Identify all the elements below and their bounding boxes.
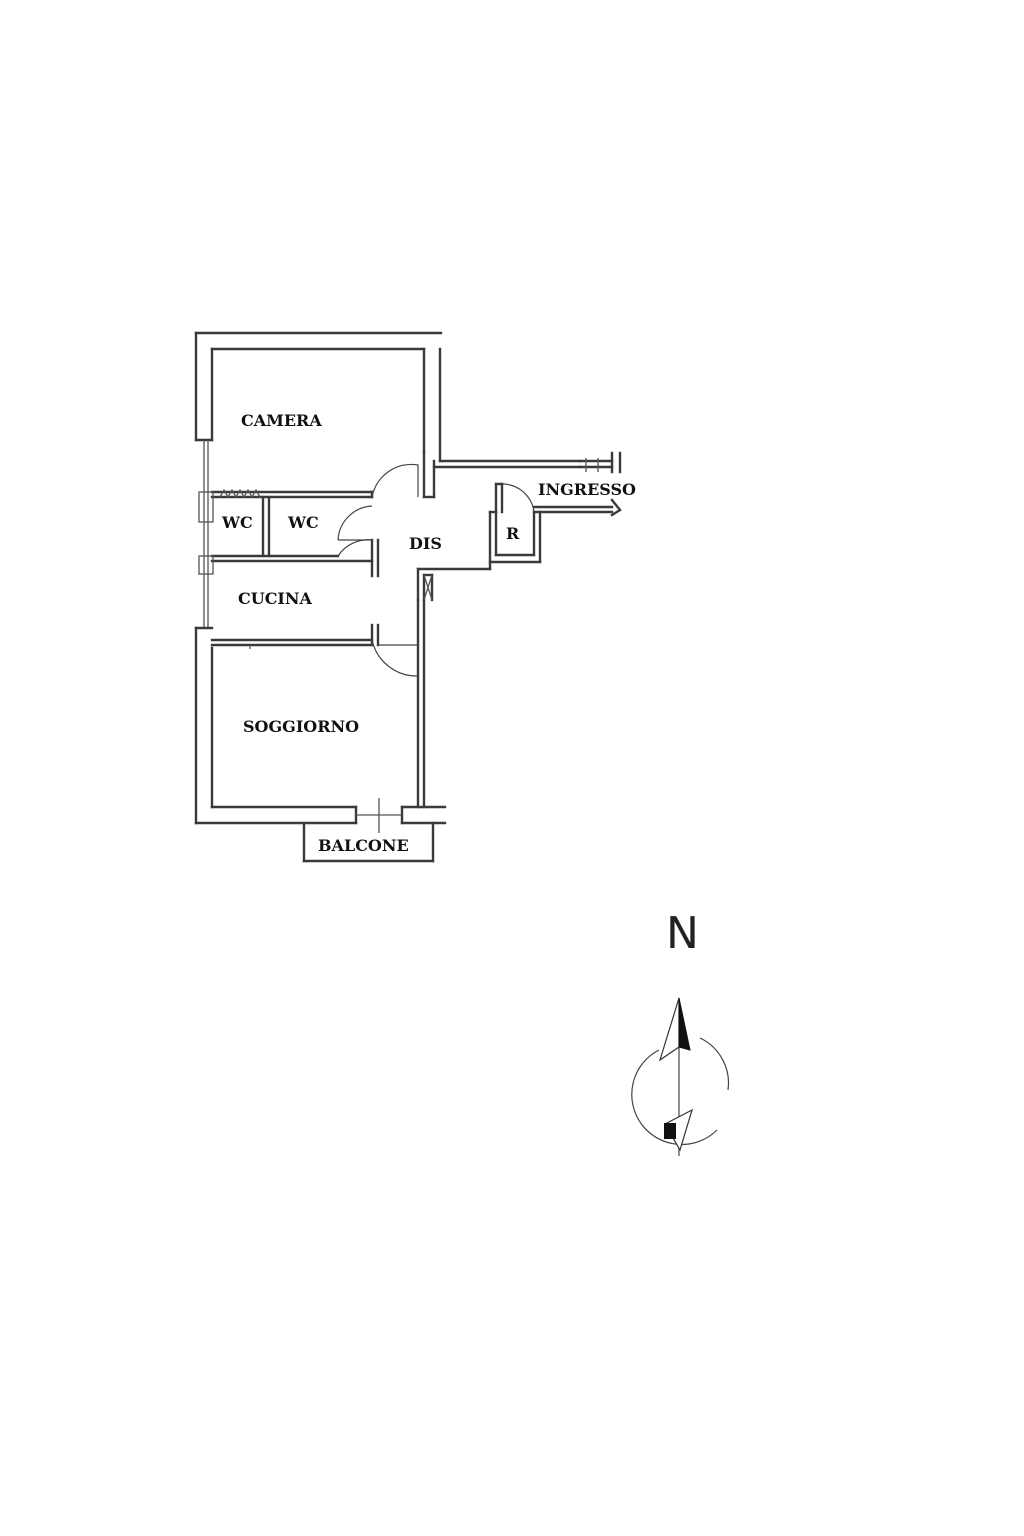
exterior-walls (194, 331, 447, 833)
label-wc-2: WC (287, 513, 319, 532)
label-camera: CAMERA (241, 411, 322, 430)
entrance-walls (432, 451, 622, 517)
interior-walls (198, 488, 380, 649)
label-soggiorno: SOGGIORNO (243, 717, 359, 736)
label-cucina: CUCINA (238, 589, 313, 608)
north-arrow-icon: N (631, 908, 730, 1156)
balcony (302, 821, 435, 863)
label-wc-1: WC (221, 513, 253, 532)
label-ingresso: INGRESSO (538, 480, 636, 499)
compass-letter-n: N (666, 908, 699, 959)
corridor-walls (416, 567, 492, 602)
label-r: R (506, 524, 520, 543)
label-dis: DIS (409, 534, 442, 553)
closet-walls (488, 482, 542, 571)
door-swings (337, 463, 535, 677)
label-balcone: BALCONE (318, 836, 409, 855)
